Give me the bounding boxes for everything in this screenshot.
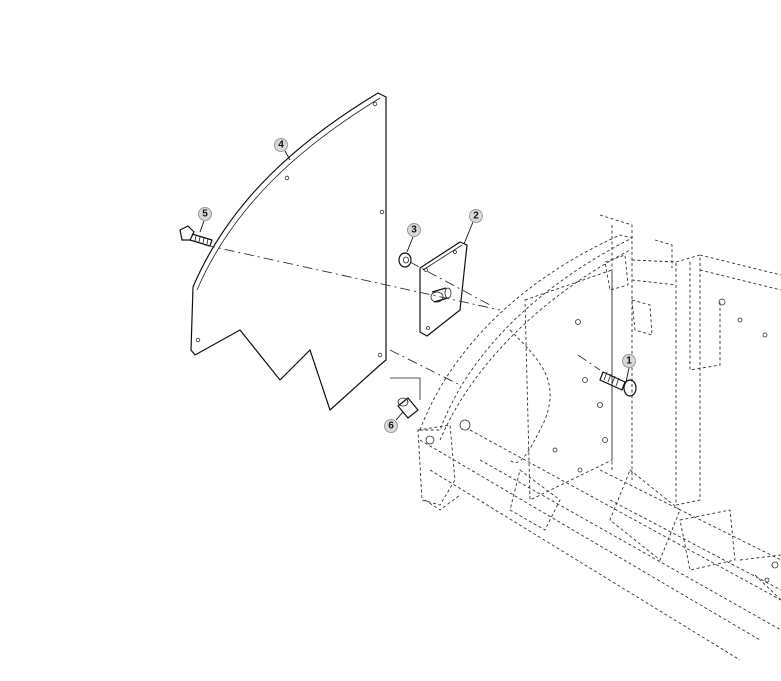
svg-text:3: 3 bbox=[411, 225, 417, 236]
callout-3: 3 bbox=[406, 223, 421, 253]
callout-4: 4 bbox=[274, 138, 291, 161]
assembly-lines bbox=[204, 244, 601, 386]
part-1-bolt bbox=[599, 371, 637, 397]
callout-5: 5 bbox=[198, 207, 212, 233]
part-5-bolt bbox=[179, 225, 213, 247]
chassis-frame bbox=[417, 214, 781, 661]
part-6-spacer bbox=[390, 377, 421, 419]
callout-2: 2 bbox=[463, 209, 483, 245]
part-4-panel bbox=[190, 92, 387, 411]
svg-text:4: 4 bbox=[278, 140, 284, 151]
svg-text:6: 6 bbox=[388, 421, 394, 432]
svg-text:1: 1 bbox=[626, 356, 632, 367]
svg-text:5: 5 bbox=[202, 209, 208, 220]
callout-6: 6 bbox=[384, 411, 404, 433]
callout-1: 1 bbox=[622, 354, 636, 383]
part-3-nut bbox=[398, 252, 412, 268]
part-2-bracket bbox=[419, 241, 468, 337]
svg-text:2: 2 bbox=[473, 211, 479, 222]
